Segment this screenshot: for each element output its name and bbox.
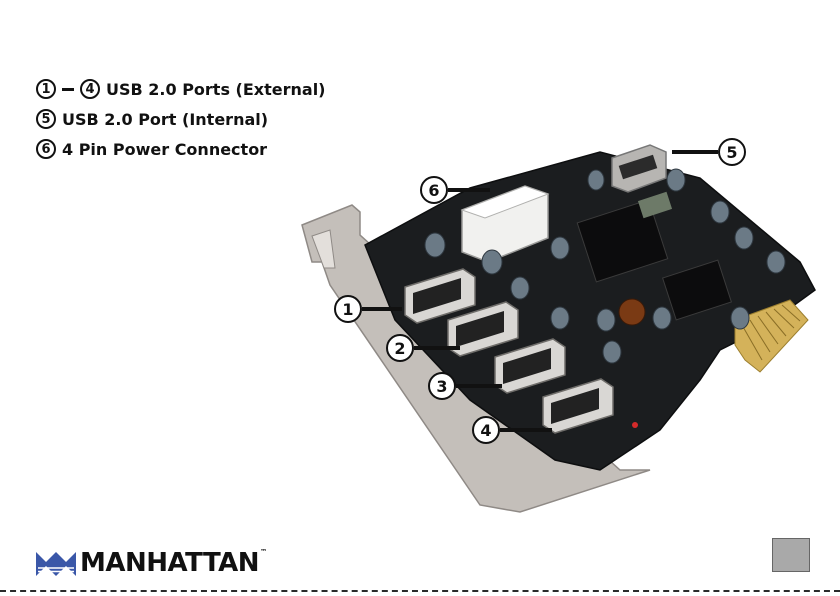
callout-5: 5 — [672, 138, 746, 166]
page-number-box — [772, 538, 810, 572]
number-badge: 5 — [718, 138, 746, 166]
callout-6: 6 — [420, 176, 490, 204]
number-badge: 3 — [428, 372, 456, 400]
callout-1: 1 — [334, 295, 402, 323]
callout-4: 4 — [472, 416, 552, 444]
leader-line — [362, 307, 402, 311]
manhattan-emblem-icon — [36, 550, 76, 576]
callout-3: 3 — [428, 372, 502, 400]
leader-line — [500, 428, 552, 432]
leader-line — [414, 346, 460, 350]
footer-divider — [0, 590, 840, 592]
leader-line — [448, 188, 490, 192]
number-badge: 1 — [334, 295, 362, 323]
brand-name: MANHATTAN™ — [80, 548, 267, 578]
number-badge: 2 — [386, 334, 414, 362]
callout-2: 2 — [386, 334, 460, 362]
manhattan-logo: MANHATTAN™ — [36, 548, 267, 578]
leader-line — [456, 384, 502, 388]
number-badge: 6 — [420, 176, 448, 204]
number-badge: 4 — [472, 416, 500, 444]
leader-line — [672, 150, 718, 154]
usb-card-illustration — [0, 0, 840, 530]
